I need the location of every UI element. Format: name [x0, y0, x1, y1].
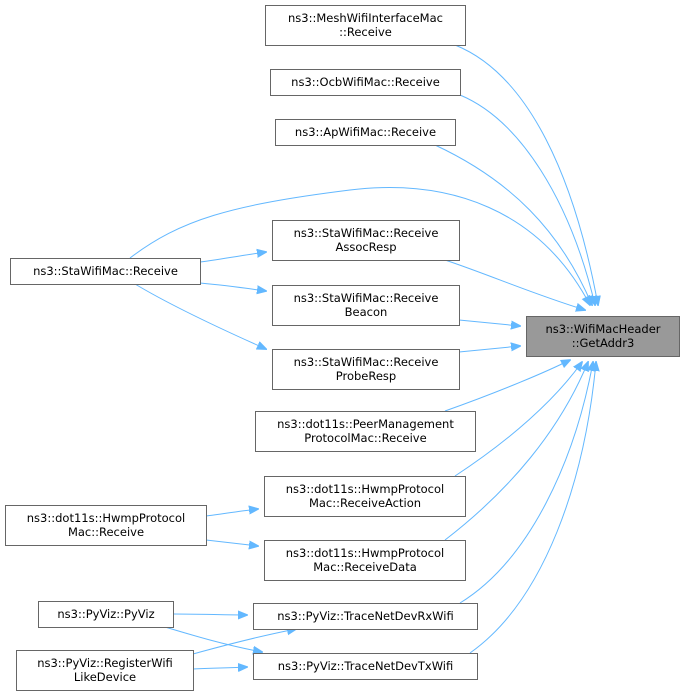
node-box: [272, 349, 460, 390]
edge-sta-receive-to-getaddr3: [129, 187, 590, 305]
nodes-layer: ns3::WifiMacHeader::GetAddr3 ns3::MeshWif…: [5, 5, 680, 691]
edge-ap-receive-to-getaddr3: [434, 144, 592, 305]
edge-sta-receive-to-sta-assoc: [199, 252, 266, 263]
node-trace-tx[interactable]: ns3::PyViz::TraceNetDevTxWifi: [253, 653, 478, 680]
node-peer-receive[interactable]: ns3::dot11s::PeerManagementProtocolMac::…: [255, 411, 476, 452]
edges-layer: [129, 44, 598, 669]
node-pyviz[interactable]: ns3::PyViz::PyViz: [38, 601, 174, 628]
node-getaddr3[interactable]: ns3::WifiMacHeader::GetAddr3: [526, 316, 680, 357]
edge-register-wifi-to-trace-rx: [192, 629, 296, 655]
node-label-line: ns3::PyViz::TraceNetDevRxWifi: [277, 609, 453, 623]
edge-hwmp-receive-to-hwmp-action: [205, 509, 258, 517]
node-label-line: ns3::dot11s::HwmpProtocol: [27, 511, 185, 525]
node-trace-rx[interactable]: ns3::PyViz::TraceNetDevRxWifi: [253, 603, 478, 630]
node-box: [270, 69, 461, 96]
node-label-line: ns3::PyViz::TraceNetDevTxWifi: [278, 659, 454, 673]
node-label-line: ns3::dot11s::HwmpProtocol: [286, 546, 444, 560]
node-label-line: Mac::ReceiveAction: [309, 496, 421, 510]
node-box: [275, 119, 456, 146]
edge-hwmp-receive-to-hwmp-data: [205, 539, 258, 546]
edge-ocb-receive-to-getaddr3: [459, 94, 595, 305]
node-box: [264, 476, 466, 517]
node-box: [16, 650, 194, 691]
node-label-line: ns3::PyViz::PyViz: [57, 607, 154, 621]
node-hwmp-data[interactable]: ns3::dot11s::HwmpProtocolMac::ReceiveDat…: [264, 540, 466, 581]
node-label-line: ns3::ApWifiMac::Receive: [295, 125, 436, 139]
node-box: [38, 601, 174, 628]
edge-trace-tx-to-getaddr3: [469, 362, 596, 654]
node-box: [10, 258, 201, 285]
node-label-line: ns3::dot11s::PeerManagement: [277, 417, 454, 431]
node-label-line: ::GetAddr3: [572, 336, 635, 350]
node-box: [5, 505, 207, 546]
node-ap-receive[interactable]: ns3::ApWifiMac::Receive: [275, 119, 456, 146]
node-label-line: Mac::Receive: [68, 525, 144, 539]
node-label-line: ns3::dot11s::HwmpProtocol: [286, 482, 444, 496]
node-box: [272, 220, 460, 261]
node-label-line: ns3::WifiMacHeader: [545, 322, 660, 336]
node-ocb-receive[interactable]: ns3::OcbWifiMac::Receive: [270, 69, 461, 96]
node-box: [526, 316, 680, 357]
node-label-line: ns3::StaWifiMac::Receive: [294, 355, 439, 369]
node-label-line: ns3::OcbWifiMac::Receive: [291, 75, 440, 89]
node-label-line: AssocResp: [335, 240, 396, 254]
node-label-line: ns3::StaWifiMac::Receive: [33, 264, 178, 278]
node-box: [253, 653, 478, 680]
edge-sta-assoc-to-getaddr3: [444, 259, 585, 310]
edge-hwmp-data-to-getaddr3: [444, 362, 588, 541]
edge-sta-beacon-to-getaddr3: [458, 319, 520, 326]
edge-sta-receive-to-sta-beacon: [199, 282, 266, 291]
node-label-line: LikeDevice: [74, 670, 136, 684]
node-label-line: ns3::MeshWifiInterfaceMac: [288, 11, 443, 25]
node-mesh-receive[interactable]: ns3::MeshWifiInterfaceMac::Receive: [265, 5, 466, 46]
edge-pyviz-to-trace-rx: [172, 614, 247, 615]
node-box: [255, 411, 476, 452]
node-box: [264, 540, 466, 581]
edge-hwmp-action-to-getaddr3: [454, 362, 582, 477]
node-label-line: ::Receive: [339, 25, 392, 39]
edge-peer-receive-to-getaddr3: [444, 360, 570, 412]
edge-mesh-receive-to-getaddr3: [454, 44, 598, 305]
node-label-line: ns3::StaWifiMac::Receive: [294, 226, 439, 240]
node-label-line: ns3::PyViz::RegisterWifi: [37, 656, 173, 670]
node-label-line: ns3::StaWifiMac::Receive: [294, 291, 439, 305]
node-sta-receive[interactable]: ns3::StaWifiMac::Receive: [10, 258, 201, 285]
edge-trace-rx-to-getaddr3: [459, 362, 593, 604]
node-box: [253, 603, 478, 630]
edge-sta-receive-to-sta-probe: [134, 283, 266, 349]
edge-register-wifi-to-trace-tx: [192, 667, 247, 669]
node-label-line: ProtocolMac::Receive: [304, 431, 426, 445]
node-hwmp-action[interactable]: ns3::dot11s::HwmpProtocolMac::ReceiveAct…: [264, 476, 466, 517]
node-label-line: Mac::ReceiveData: [313, 560, 417, 574]
node-box: [272, 285, 460, 326]
edge-sta-probe-to-getaddr3: [458, 346, 520, 353]
node-label-line: Beacon: [345, 305, 388, 319]
node-box: [265, 5, 466, 46]
edge-pyviz-to-trace-tx: [164, 626, 262, 652]
node-label-line: ProbeResp: [336, 369, 396, 383]
